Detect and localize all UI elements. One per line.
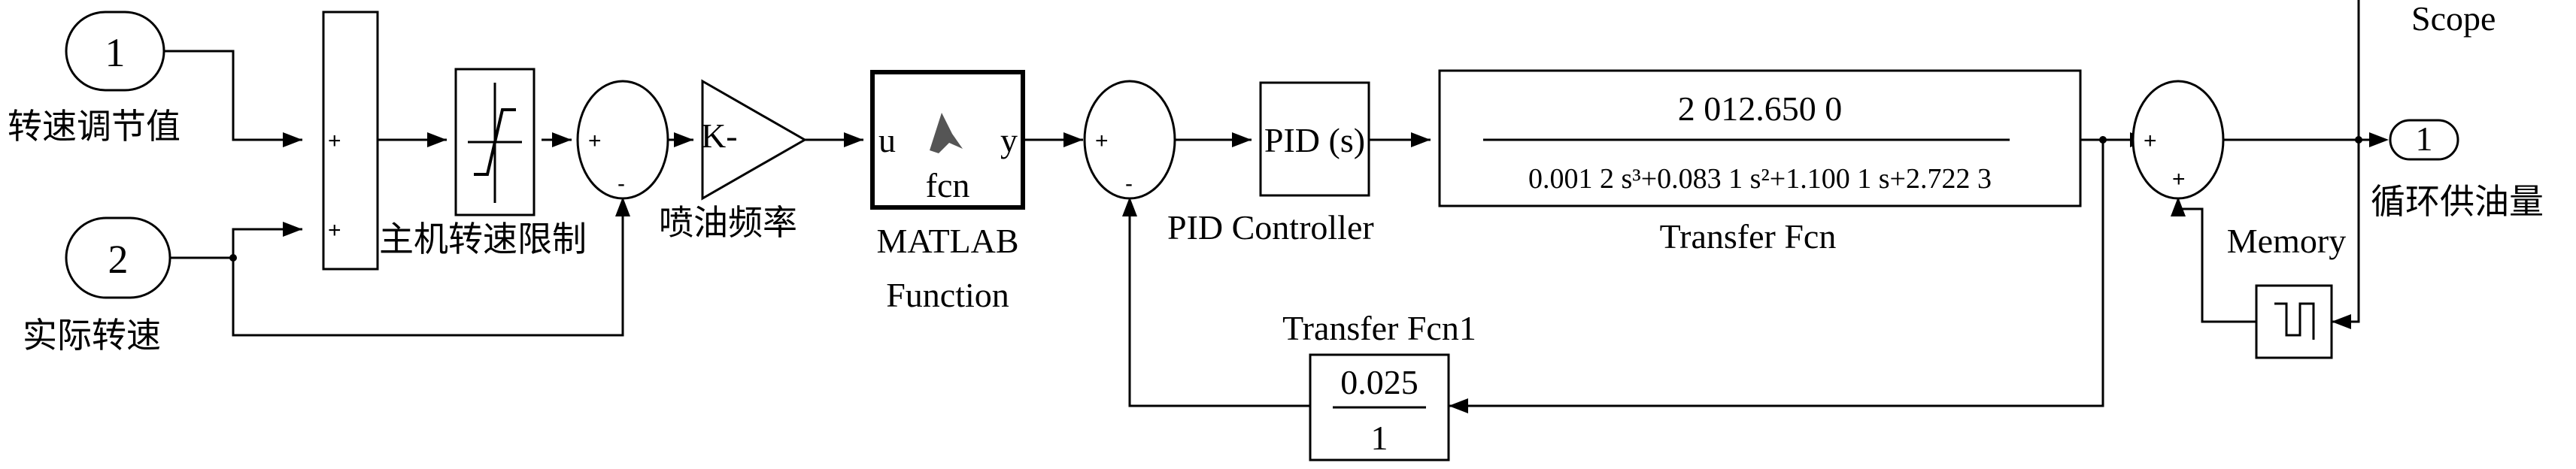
matlab-fcn: fcn [926, 166, 970, 204]
arrow-sum4-bottom [2171, 197, 2186, 216]
sum-block-3-sign-left: + [1095, 129, 1109, 153]
memory-label: Memory [2227, 222, 2346, 260]
tf1-numerator: 0.025 [1340, 363, 1418, 401]
matlab-logo-icon [930, 113, 963, 153]
matlab-function-block[interactable]: u y fcn [870, 70, 1025, 210]
inport-1[interactable]: 1 [65, 11, 165, 92]
transfer-fcn-block[interactable]: 2 012.650 0 0.001 2 s³+0.083 1 s²+1.100 … [1438, 69, 2082, 207]
arrow-matlab-in [844, 132, 863, 147]
gain-value: K- [701, 116, 738, 155]
arrow-out1-in [2369, 132, 2389, 147]
tf1-denominator: 1 [1371, 419, 1388, 457]
sum-block-4-sign-left: + [2144, 129, 2157, 153]
sum-block-3-sign-bottom: - [1125, 171, 1133, 196]
matlab-label-line2: Function [886, 276, 1009, 314]
branch-point-in2 [229, 254, 237, 262]
wire-feedback-tf1[interactable] [1449, 140, 2104, 407]
arrow-sum1-top [283, 132, 302, 147]
saturation-label: 主机转速限制 [379, 220, 587, 259]
memory-step-icon [2274, 302, 2315, 340]
inport-2-number: 2 [108, 237, 129, 282]
arrow-sum3-bottom [1122, 197, 1137, 216]
wire-tf1-sum3[interactable] [1128, 209, 1310, 407]
memory-block[interactable] [2255, 284, 2333, 359]
sum-block-2-sign-left: + [588, 129, 602, 153]
pid-controller-block[interactable]: PID (s) [1259, 81, 1370, 197]
saturation-curve [474, 108, 516, 176]
wire-in2-sum1[interactable] [170, 228, 302, 259]
sum-block-4-sign-bottom: + [2172, 167, 2186, 192]
transfer-fcn-shape[interactable] [1438, 69, 2082, 207]
sum-block-2-shape[interactable] [576, 80, 669, 200]
inport-2[interactable]: 2 [65, 216, 171, 299]
matlab-in-port: u [878, 121, 896, 159]
wire-in2-sum2[interactable] [232, 209, 624, 337]
inport-1-shape[interactable] [65, 11, 165, 92]
gain-block[interactable]: K- [701, 79, 808, 201]
sum-block-4[interactable]: + + [2131, 80, 2225, 200]
gain-block-shape[interactable] [701, 79, 808, 201]
arrow-sum2-bottom [615, 197, 630, 216]
branch-point-feedback [2099, 136, 2107, 144]
arrow-sum1-bottom [283, 222, 302, 237]
arrow-sum3-in [1063, 132, 1083, 147]
sum-block-3-shape[interactable] [1083, 80, 1176, 200]
arrow-memory-in [2332, 314, 2351, 329]
arrow-gain-in [674, 132, 693, 147]
sum-block-1-shape[interactable] [322, 11, 379, 271]
pid-controller-shape[interactable] [1259, 81, 1370, 197]
sum-block-1-sign-bottom: + [328, 218, 341, 243]
transfer-fcn1-block[interactable]: 0.025 1 [1309, 353, 1450, 461]
saturation-block[interactable] [454, 68, 536, 216]
tf-denominator: 0.001 2 s³+0.083 1 s²+1.100 1 s+2.722 3 [1528, 163, 1992, 195]
tf-numerator: 2 012.650 0 [1678, 89, 1843, 128]
outport-1-shape[interactable] [2389, 119, 2459, 161]
outport-1[interactable]: 1 [2389, 119, 2459, 161]
sum-block-4-shape[interactable] [2131, 80, 2225, 200]
inport-2-shape[interactable] [65, 216, 171, 299]
branch-point-output [2355, 136, 2362, 144]
sum-block-1-sign-top: + [328, 129, 341, 153]
sum-block-2[interactable]: + - [576, 80, 669, 200]
tf-label: Transfer Fcn [1660, 217, 1837, 256]
arrow-tf1-in [1449, 398, 1468, 413]
pid-text: PID (s) [1264, 121, 1365, 159]
outport-1-label: 循环供油量 [2371, 183, 2544, 221]
sum-block-1[interactable]: + + [322, 11, 379, 271]
pid-label: PID Controller [1167, 208, 1374, 247]
sum-block-3[interactable]: + - [1083, 80, 1176, 200]
matlab-label-line1: MATLAB [876, 222, 1018, 260]
signal-lines [164, 0, 2386, 407]
inport-1-number: 1 [105, 30, 126, 75]
inport-1-label: 转速调节值 [8, 107, 181, 146]
outport-1-number: 1 [2416, 120, 2433, 158]
arrow-sum2-in [552, 132, 572, 147]
tf1-label: Transfer Fcn1 [1282, 309, 1476, 347]
matlab-out-port: y [1000, 121, 1018, 159]
scope-label: Scope [2411, 0, 2496, 38]
gain-label: 喷油频率 [659, 204, 797, 242]
arrow-saturation [427, 132, 447, 147]
arrow-tf-in [1411, 132, 1431, 147]
sum-block-2-sign-bottom: - [617, 171, 625, 196]
inport-2-label: 实际转速 [23, 316, 161, 355]
wire-in1-sum1[interactable] [164, 50, 302, 141]
arrow-pid-in [1232, 132, 1252, 147]
memory-block-shape[interactable] [2255, 284, 2333, 359]
